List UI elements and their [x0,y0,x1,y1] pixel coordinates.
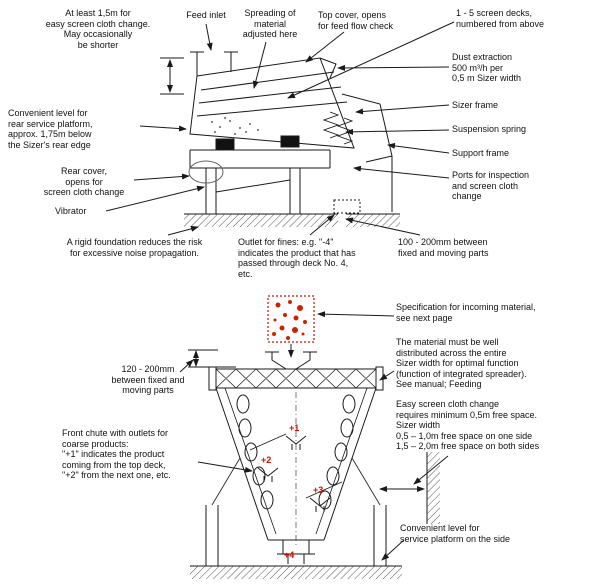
dimension-arrows-bottom [188,349,425,492]
label-sizer-frame: Sizer frame [452,100,499,110]
label-vibrator: Vibrator [55,206,87,216]
dimension-arrows-top [160,57,184,95]
label-rear-platform: Convenient level for rear service platfo… [8,108,93,150]
outlet-marker-plus2: +2 [261,455,272,465]
label-screen-decks: 1 - 5 screen decks, numbered from above [456,8,545,29]
label-screen-cloth-change: At least 1,5m for easy screen cloth chan… [45,8,151,50]
leader-arrows-bottom [179,311,449,561]
label-screen-cloth-space: Easy screen cloth change requires minimu… [396,399,540,452]
label-material-distribution: The material must be well distributed ac… [396,337,527,390]
label-service-platform: Convenient level for service platform on… [400,523,511,544]
label-suspension-spring: Suspension spring [452,124,527,134]
leader-arrows-top [105,21,455,236]
outlet-marker-plus1: +1 [289,423,300,433]
label-spreading: Spreading of material adjusted here [242,8,298,40]
label-spec-incoming: Specification for incoming material, see… [396,302,536,323]
outlet-marker-plus3: +3 [313,485,324,495]
label-feed-inlet: Feed inlet [186,10,226,20]
machine-front-view [190,351,440,579]
label-top-cover: Top cover, opens for feed flow check [318,10,394,31]
label-dust-extraction: Dust extraction 500 m³/h per 0,5 m Sizer… [452,52,522,84]
label-front-chute: Front chute with outlets for coarse prod… [62,428,171,481]
label-ports: Ports for inspection and screen cloth ch… [452,170,530,202]
label-gap-120-200: 120 - 200mm between fixed and moving par… [111,364,185,396]
label-outlet-fines: Outlet for fines: e.g. "-4" indicates th… [238,237,356,279]
label-foundation: A rigid foundation reduces the risk for … [66,237,203,258]
machine-side-view [184,51,400,227]
incoming-material-sample [267,295,315,343]
label-gap-100-200: 100 - 200mm between fixed and moving par… [398,237,489,258]
label-support-frame: Support frame [452,148,510,158]
outlet-marker-plus4: +4 [284,550,295,560]
label-rear-cover: Rear cover, opens for screen cloth chang… [43,166,125,198]
material-dots [211,117,259,135]
